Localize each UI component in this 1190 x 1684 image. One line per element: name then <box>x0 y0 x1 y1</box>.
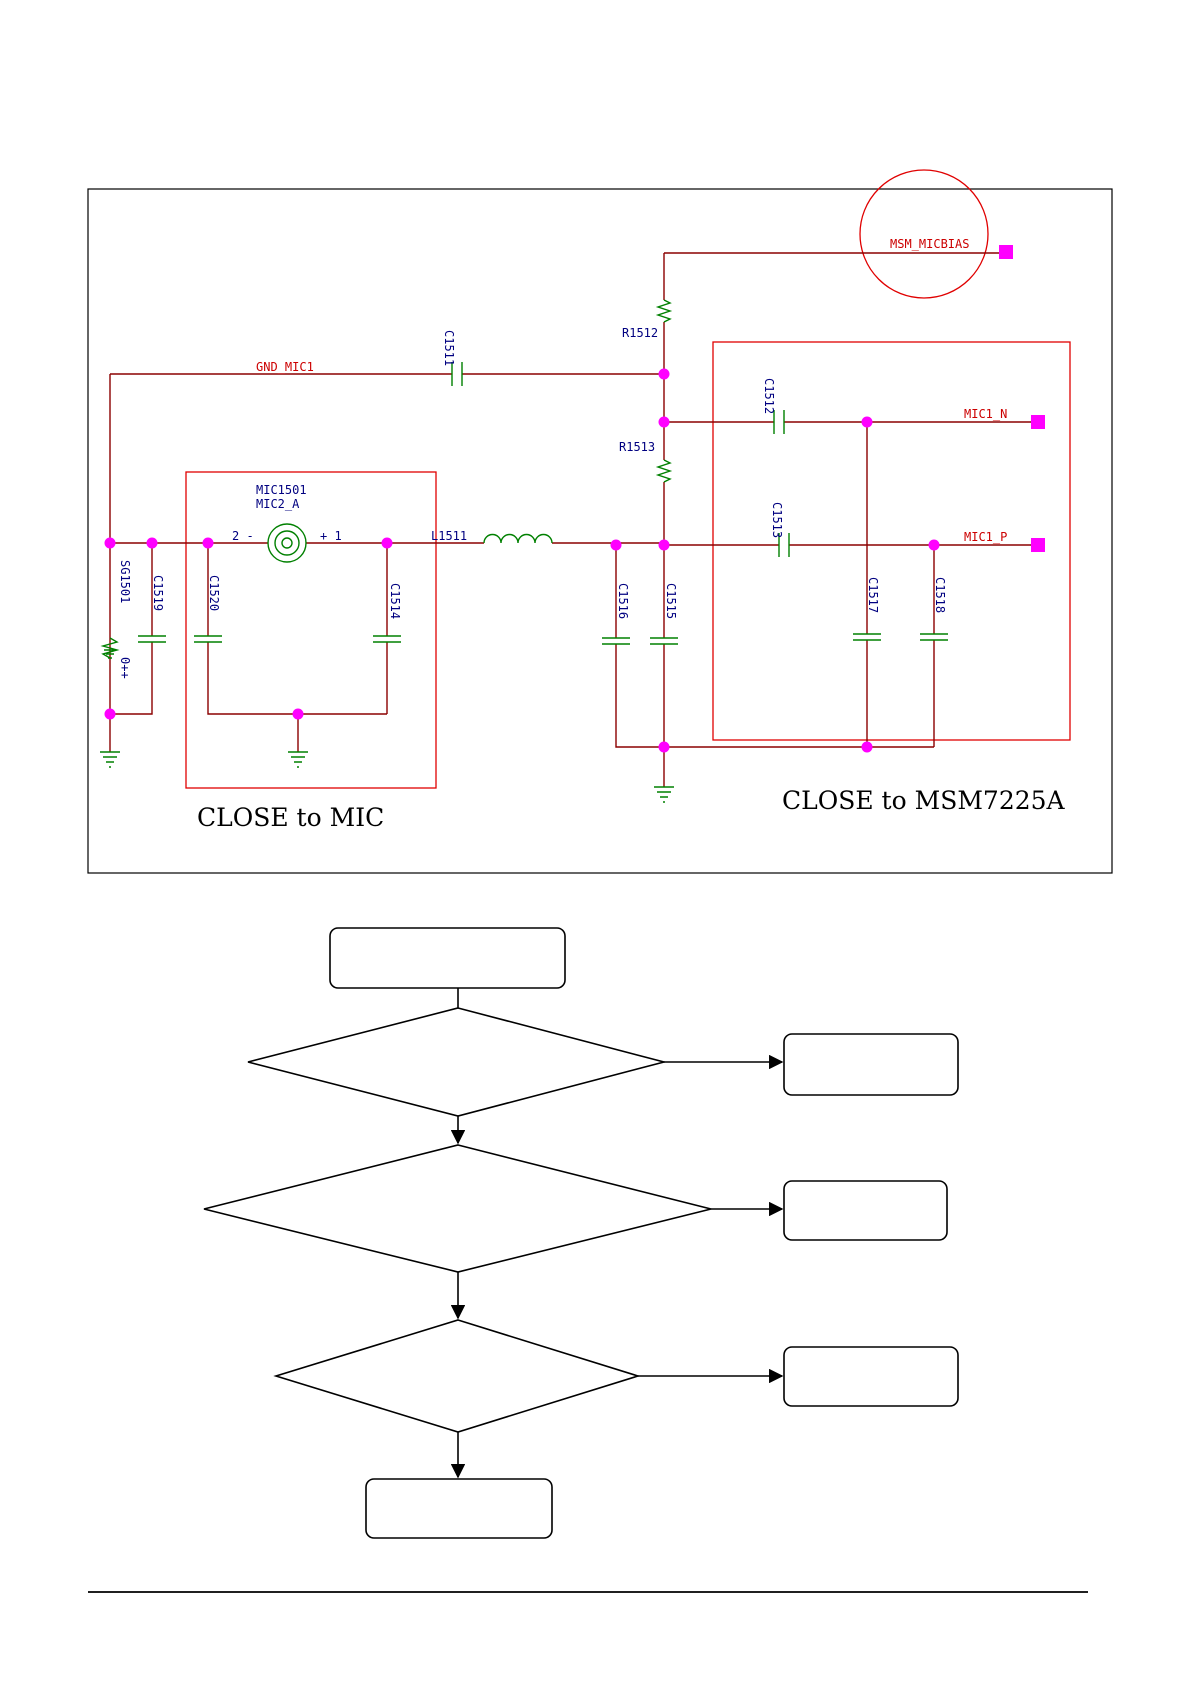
c1520-plates <box>194 635 222 643</box>
net-label-micbias: MSM_MICBIAS <box>890 237 969 251</box>
ref-c1513: C1513 <box>770 502 784 538</box>
c1514-plates <box>373 635 401 643</box>
close-to-mic-region <box>185 471 437 789</box>
c1511-plates <box>451 362 463 386</box>
wires <box>109 252 1035 787</box>
ref-c1514: C1514 <box>388 583 402 619</box>
flow-decision-2 <box>203 1144 712 1273</box>
flow-side-box-1 <box>783 1033 959 1096</box>
flow-decision-1 <box>247 1007 668 1117</box>
c1519-plates <box>138 635 166 643</box>
mic-pin-neg: 2 - <box>232 529 254 543</box>
flow-side-box-3 <box>783 1346 959 1407</box>
c1517-plates <box>853 633 881 641</box>
l1511-coil <box>483 533 553 544</box>
net-label-mic-n: MIC1_N <box>964 407 1007 421</box>
flow-end-box <box>365 1478 553 1539</box>
ref-c1511: C1511 <box>442 330 456 366</box>
ref-c1512: C1512 <box>762 378 776 414</box>
note-close-to-mic: CLOSE to MIC <box>197 803 384 832</box>
flow-decision-3 <box>273 1319 641 1433</box>
flowchart <box>203 927 959 1539</box>
components <box>100 299 948 803</box>
mic-pin-pos: + 1 <box>320 529 342 543</box>
ref-c1518: C1518 <box>933 577 947 613</box>
net-label-gnd-mic: GND_MIC1 <box>256 360 314 374</box>
c1512-plates <box>773 410 785 434</box>
spark-gap <box>100 637 120 659</box>
ref-c1515: C1515 <box>664 583 678 619</box>
schematic: MSM_MICBIAS GND_MIC1 MIC1_N MIC1_P R1512… <box>87 169 1113 874</box>
mic-symbol <box>267 523 307 563</box>
connection-nodes <box>104 245 1045 753</box>
ref-r1513: R1513 <box>619 440 655 454</box>
note-close-to-msm: CLOSE to MSM7225A <box>782 786 1066 815</box>
ref-mic2-a: MIC2_A <box>256 497 300 511</box>
ref-c1519: C1519 <box>151 575 165 611</box>
highlight-circle <box>859 169 989 299</box>
flow-side-box-2 <box>783 1180 948 1241</box>
ref-r1512: R1512 <box>622 326 658 340</box>
ref-sg-pins: 0++ <box>118 657 132 679</box>
close-to-msm-region <box>712 341 1071 741</box>
ref-mic1501: MIC1501 <box>256 483 307 497</box>
c1518-plates <box>920 633 948 641</box>
c1516-plates <box>602 637 630 645</box>
net-label-mic-p: MIC1_P <box>964 530 1007 544</box>
ref-c1517: C1517 <box>866 577 880 613</box>
c1513-plates <box>778 533 790 557</box>
r1513-body <box>655 459 673 483</box>
ref-c1516: C1516 <box>616 583 630 619</box>
ref-c1520: C1520 <box>207 575 221 611</box>
ref-sg1501: SG1501 <box>118 560 132 603</box>
ground-symbols <box>100 751 674 803</box>
flow-start-box <box>329 927 566 989</box>
r1512-body <box>655 299 673 323</box>
ref-l1511: L1511 <box>431 529 467 543</box>
c1515-plates <box>650 637 678 645</box>
schematic-frame <box>87 188 1113 874</box>
